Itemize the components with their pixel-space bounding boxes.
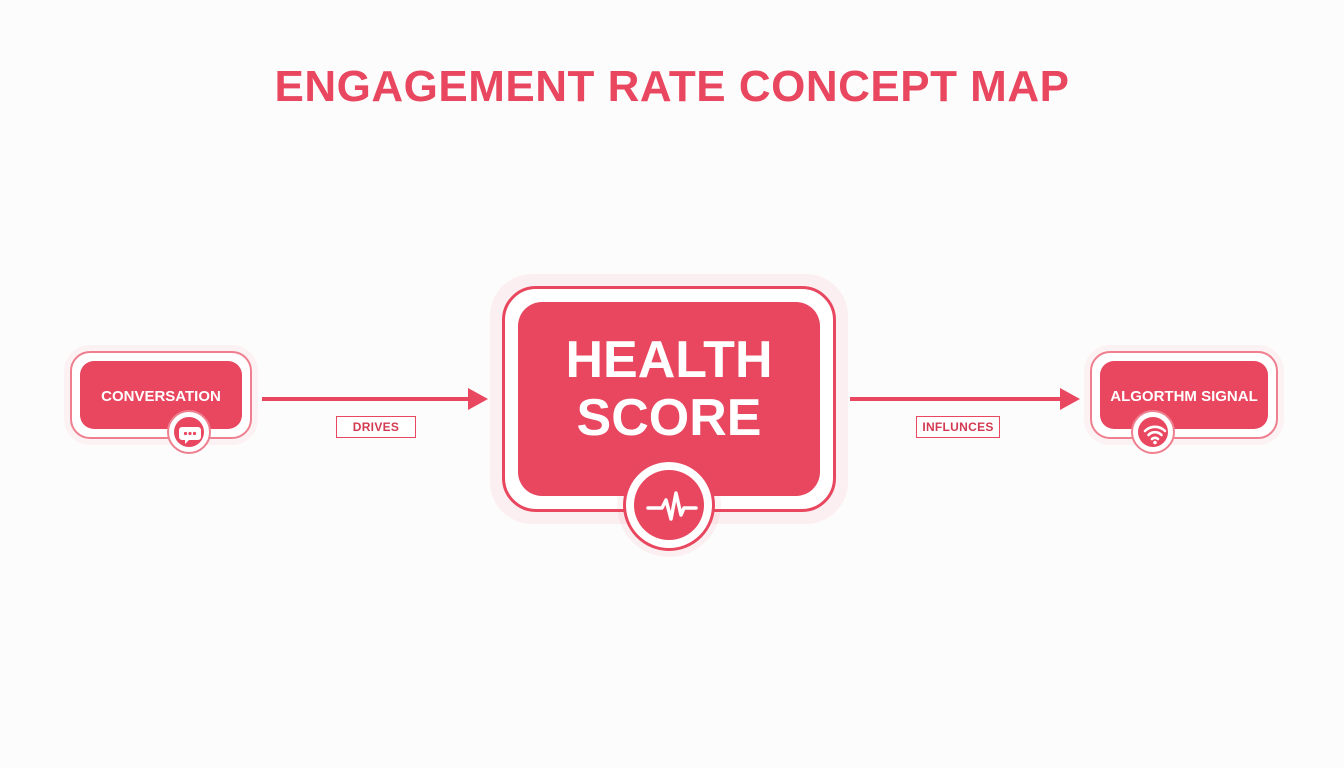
node-algorithm-signal-label: ALGORTHM SIGNAL [1110,388,1258,405]
node-algorithm-signal: ALGORTHM SIGNAL [1090,351,1278,439]
node-health-score-line1: HEALTH [565,331,773,389]
page-title: ENGAGEMENT RATE CONCEPT MAP [274,62,1070,111]
edge-label-influences: INFLUNCES [916,416,1000,438]
node-health-score-line2: SCORE [576,389,762,447]
node-conversation-body: CONVERSATION [80,361,242,429]
node-conversation: CONVERSATION [70,351,252,439]
node-conversation-label: CONVERSATION [101,388,221,405]
edge-label-drives: DRIVES [336,416,416,438]
speech-bubble-icon [167,410,211,454]
wifi-signal-icon [1131,410,1175,454]
node-algorithm-signal-body: ALGORTHM SIGNAL [1100,361,1268,429]
edge-arrow-influences [850,388,1080,410]
edge-arrow-drives [262,388,488,410]
heartbeat-icon [623,459,715,551]
